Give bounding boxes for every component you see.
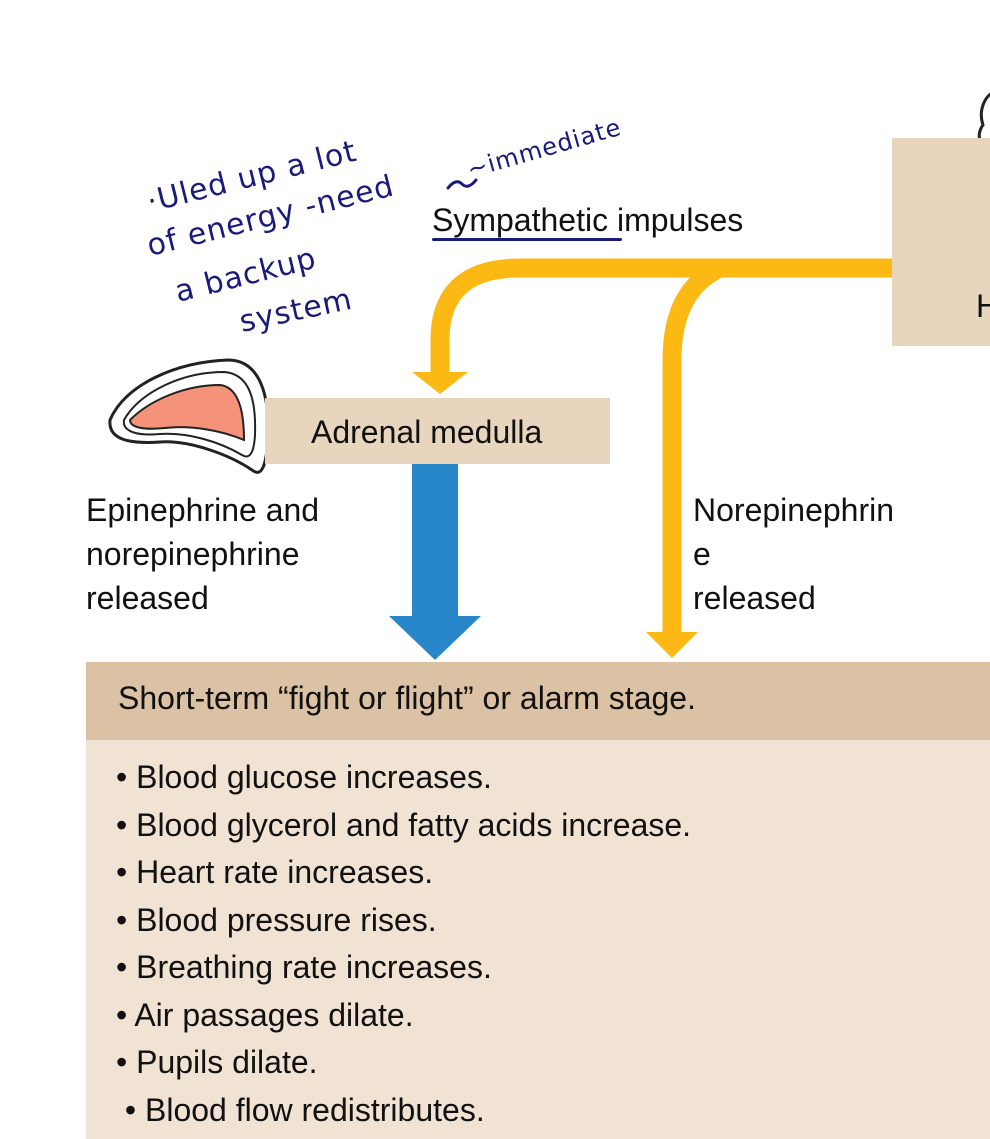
effects-list: • Blood glucose increases. • Blood glyce… — [116, 754, 691, 1134]
sympathetic-impulses-label: Sympathetic impulses — [432, 202, 744, 238]
handwritten-underline — [432, 238, 622, 241]
sympathetic-branch-arrow — [662, 259, 725, 632]
norepinephrine-line-1: Norepinephrin — [693, 492, 895, 528]
list-item: • Heart rate increases. — [116, 854, 434, 890]
epinephrine-released-label: Epinephrine and norepinephrine released — [86, 488, 319, 620]
list-item: • Blood flow redistributes. — [116, 1091, 485, 1128]
hormone-arrowhead — [389, 616, 481, 660]
epinephrine-line-3: released — [86, 580, 209, 616]
list-item: • Breathing rate increases. — [116, 949, 492, 985]
list-item: • Blood glycerol and fatty acids increas… — [116, 806, 692, 843]
stage-header — [86, 662, 990, 740]
sympathetic-arrowhead-target — [646, 632, 698, 658]
sympathetic-arrowhead-adrenal — [412, 372, 468, 394]
epinephrine-line-2: norepinephrine — [86, 536, 300, 572]
norepinephrine-released-label: Norepinephrin e released — [693, 488, 894, 620]
norepinephrine-line-2: e — [693, 536, 711, 572]
hypothalamus-label: H — [976, 288, 990, 324]
hypothalamus-box — [892, 138, 990, 346]
adrenal-gland-icon — [108, 358, 270, 474]
sympathetic-main-arrow — [430, 258, 892, 372]
list-item: • Air passages dilate. — [116, 996, 414, 1033]
adrenal-medulla-box — [265, 398, 610, 464]
handwritten-tilde — [446, 178, 478, 190]
list-item: • Pupils dilate. — [116, 1044, 318, 1080]
svg-text:~immediate: ~immediate — [464, 113, 625, 184]
norepinephrine-line-3: released — [693, 580, 816, 616]
adrenal-medulla-label: Adrenal medulla — [311, 414, 543, 450]
hormone-arrow-shaft — [412, 464, 458, 616]
list-item: • Blood glucose increases. — [116, 759, 492, 795]
stage-body — [86, 740, 990, 1139]
handwritten-annotation: ~immediate — [464, 113, 625, 184]
stage-title: Short-term “fight or flight” or alarm st… — [118, 680, 696, 716]
epinephrine-line-1: Epinephrine and — [86, 492, 320, 528]
list-item: • Blood pressure rises. — [116, 901, 437, 938]
